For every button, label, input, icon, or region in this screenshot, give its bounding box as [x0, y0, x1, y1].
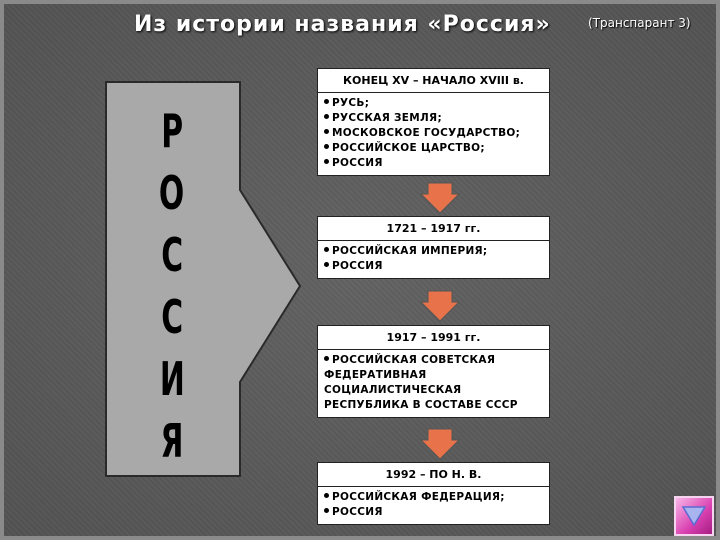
vertical-word: Р О С С И Я [140, 100, 204, 472]
list-item: РУСЬ; [324, 96, 543, 111]
list-item: МОСКОВСКОЕ ГОСУДАРСТВО; [324, 126, 543, 141]
bullet-icon [324, 99, 329, 104]
list-item: РУССКАЯ ЗЕМЛЯ; [324, 111, 543, 126]
period-items: РОССИЙСКАЯ ФЕДЕРАЦИЯ; РОССИЯ [318, 487, 549, 524]
period-items: РУСЬ; РУССКАЯ ЗЕМЛЯ; МОСКОВСКОЕ ГОСУДАРС… [318, 93, 549, 175]
list-item: РОССИЯ [324, 505, 543, 520]
down-arrow-icon [420, 428, 460, 460]
down-arrow-icon [420, 182, 460, 214]
bullet-icon [324, 159, 329, 164]
bullet-icon [324, 356, 329, 361]
big-arrow-shape [105, 81, 302, 477]
period-box-1: КОНЕЦ XV – НАЧАЛО XVIII в. РУСЬ; РУССКАЯ… [317, 68, 550, 176]
down-triangle-icon [681, 506, 707, 527]
vertical-letter: С [161, 290, 183, 344]
vertical-letter: С [161, 228, 183, 282]
page-title: Из истории названия «Россия» [134, 12, 551, 37]
bullet-icon [324, 114, 329, 119]
period-items: РОССИЙСКАЯ СОВЕТСКАЯ ФЕДЕРАТИВНАЯ СОЦИАЛ… [318, 350, 549, 417]
vertical-letter: И [159, 352, 185, 406]
period-box-3: 1917 – 1991 гг. РОССИЙСКАЯ СОВЕТСКАЯ ФЕД… [317, 325, 550, 418]
down-arrow-icon [420, 290, 460, 322]
list-item: РОССИЙСКАЯ ИМПЕРИЯ; [324, 244, 543, 259]
period-label: 1917 – 1991 гг. [318, 326, 549, 350]
page-subtitle: (Транспарант 3) [588, 16, 691, 30]
list-item: РОССИЯ [324, 259, 543, 274]
period-box-4: 1992 – ПО Н. В. РОССИЙСКАЯ ФЕДЕРАЦИЯ; РО… [317, 462, 550, 525]
period-items: РОССИЙСКАЯ ИМПЕРИЯ; РОССИЯ [318, 241, 549, 278]
vertical-letter: О [159, 166, 185, 220]
list-item: РОССИЯ [324, 156, 543, 171]
vertical-letter: Р [161, 104, 183, 158]
list-item: РОССИЙСКАЯ ФЕДЕРАЦИЯ; [324, 490, 543, 505]
bullet-icon [324, 144, 329, 149]
next-slide-button[interactable] [674, 496, 714, 536]
bullet-icon [324, 493, 329, 498]
bullet-icon [324, 262, 329, 267]
vertical-letter: Я [160, 414, 184, 468]
list-item: РОССИЙСКОЕ ЦАРСТВО; [324, 141, 543, 156]
period-box-2: 1721 – 1917 гг. РОССИЙСКАЯ ИМПЕРИЯ; РОСС… [317, 216, 550, 279]
bullet-icon [324, 508, 329, 513]
list-item: РОССИЙСКАЯ СОВЕТСКАЯ ФЕДЕРАТИВНАЯ СОЦИАЛ… [324, 354, 518, 411]
period-label: КОНЕЦ XV – НАЧАЛО XVIII в. [318, 69, 549, 93]
bullet-icon [324, 129, 329, 134]
bullet-icon [324, 247, 329, 252]
period-label: 1721 – 1917 гг. [318, 217, 549, 241]
period-label: 1992 – ПО Н. В. [318, 463, 549, 487]
